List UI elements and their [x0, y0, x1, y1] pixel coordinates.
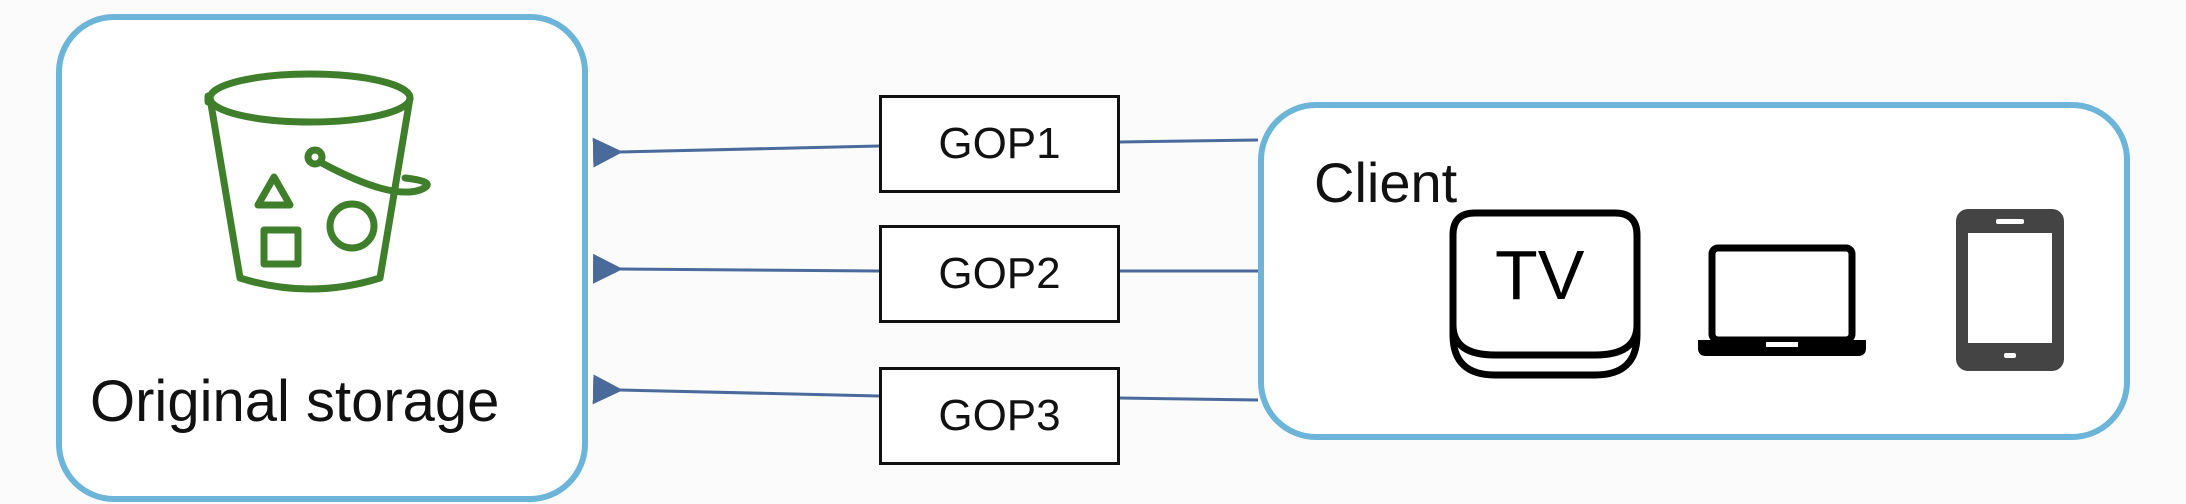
original-storage-label: Original storage: [90, 369, 500, 434]
gop1-arrow: [592, 137, 880, 168]
tablet-icon: [1956, 209, 2064, 371]
tv-icon-text: TV: [1495, 236, 1585, 314]
gop1-arrow-line: [1119, 138, 1259, 144]
tv-icon: [1449, 209, 1641, 379]
gop3-box: GOP3: [879, 367, 1120, 465]
original-storage-box: [56, 14, 588, 502]
gop1-box: GOP1: [879, 95, 1120, 193]
gop3-arrow: [592, 374, 880, 405]
laptop-icon: [1698, 244, 1866, 356]
gop2-box: GOP2: [879, 225, 1120, 323]
client-label: Client: [1314, 151, 1458, 214]
bucket-icon: [204, 70, 431, 293]
gop2-arrow: [592, 253, 880, 284]
gop3-arrow-line: [1119, 396, 1259, 402]
